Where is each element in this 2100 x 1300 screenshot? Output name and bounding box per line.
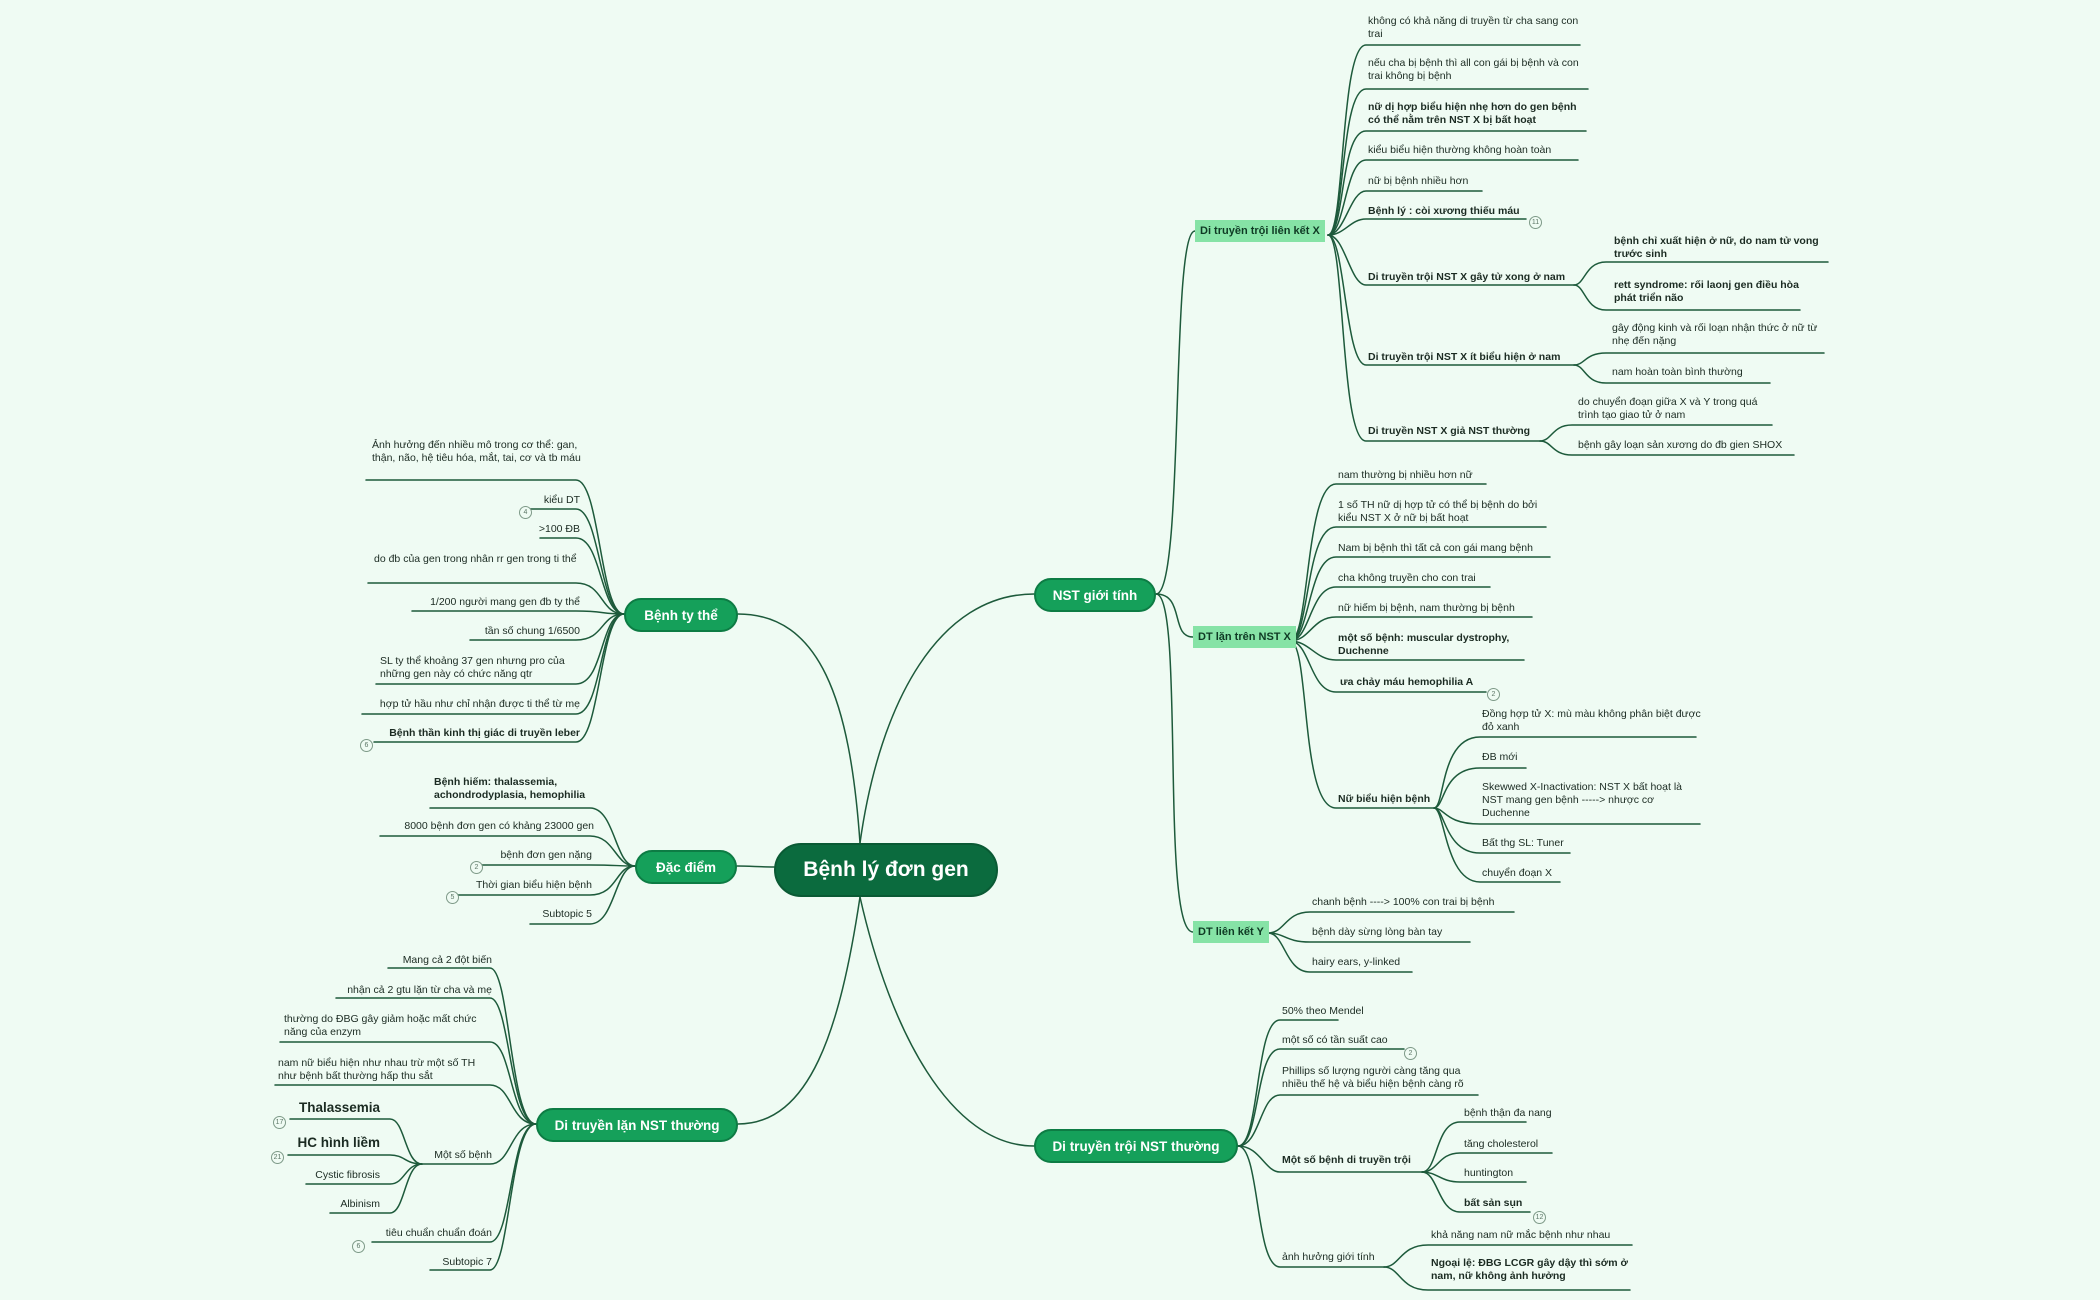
leaf-troi-x-it-bieu-hien[interactable]: Di truyền trội NST X ít biểu hiện ở nam	[1368, 351, 1561, 363]
subtopic-troi-lien-ket-x[interactable]: Di truyền trội liên kết X	[1195, 220, 1325, 242]
leaf-ty-the-9[interactable]: Bệnh thần kinh thị giác di truyền leber	[389, 727, 580, 739]
collapsed-count-badge[interactable]: 2	[1404, 1047, 1417, 1060]
leaf-lien-y-2[interactable]: bệnh dày sừng lòng bàn tay	[1312, 926, 1443, 938]
leaf-nu-bieu-hien-4[interactable]: Bất thg SL: Tuner	[1482, 837, 1564, 849]
leaf-troi-thuong-4[interactable]: Một số bệnh di truyền trội	[1282, 1154, 1411, 1166]
leaf-troi-thuong-2[interactable]: một số có tần suất cao	[1282, 1034, 1388, 1046]
collapsed-count-badge[interactable]: 12	[1533, 1211, 1546, 1224]
leaf-nu-bieu-hien-1[interactable]: Đồng hợp tử X: mù màu không phân biệt đư…	[1482, 708, 1701, 734]
leaf-lan-thuong-4[interactable]: nam nữ biểu hiện như nhau trừ một số TH …	[278, 1057, 476, 1083]
collapsed-count-badge[interactable]: 5	[446, 891, 459, 904]
leaf-ty-the-5[interactable]: 1/200 người mang gen đb ty thể	[430, 596, 580, 608]
leaf-dac-diem-5[interactable]: Subtopic 5	[542, 908, 592, 920]
leaf-ty-the-4[interactable]: do đb của gen trong nhân rr gen trong ti…	[374, 553, 577, 565]
collapsed-count-badge[interactable]: 6	[352, 1240, 365, 1253]
topic-lan-nst-thuong[interactable]: Di truyền lặn NST thường	[536, 1108, 738, 1142]
leaf-troi-x-gia-thuong[interactable]: Di truyền NST X giả NST thường	[1368, 425, 1531, 437]
leaf-troi-thuong-5[interactable]: ảnh hưởng giới tính	[1282, 1251, 1375, 1263]
leaf-gioi-tinh-1[interactable]: khả năng nam nữ mắc bệnh như nhau	[1431, 1229, 1611, 1241]
leaf-benh-troi-4[interactable]: bất sản sụn	[1464, 1197, 1523, 1209]
leaf-troi-x-1[interactable]: không có khả năng di truyền từ cha sang …	[1368, 15, 1579, 41]
leaf-dac-diem-1[interactable]: Bệnh hiếm: thalassemia, achondrodyplasia…	[434, 776, 586, 802]
leaf-lan-thuong-mot-so-benh[interactable]: Một số bệnh	[434, 1149, 492, 1161]
leaf-lan-thuong-6[interactable]: tiêu chuẩn chuẩn đoán	[385, 1227, 492, 1239]
leaf-nu-bieu-hien-3[interactable]: Skewwed X-Inactivation: NST X bất hoạt l…	[1482, 781, 1682, 820]
subtopic-lien-ket-y[interactable]: DT liên kết Y	[1193, 921, 1269, 943]
leaf-lien-y-1[interactable]: chanh bệnh ----> 100% con trai bị bệnh	[1312, 896, 1495, 908]
collapsed-count-badge[interactable]: 6	[360, 739, 373, 752]
leaf-gia-thuong-1[interactable]: do chuyển đoạn giữa X và Y trong quá trì…	[1578, 396, 1758, 422]
leaf-thalassemia[interactable]: Thalassemia	[298, 1100, 380, 1115]
leaf-nu-bieu-hien-5[interactable]: chuyển đoạn X	[1482, 867, 1553, 879]
leaf-lan-x-5[interactable]: nữ hiếm bị bệnh, nam thường bị bệnh	[1338, 602, 1515, 614]
leaf-tu-vong-2[interactable]: rett syndrome: rối laonj gen điều hòa ph…	[1614, 279, 1799, 305]
topic-dac-diem[interactable]: Đặc điểm	[635, 850, 737, 884]
collapsed-count-badge[interactable]: 21	[271, 1151, 284, 1164]
collapsed-count-badge[interactable]: 17	[273, 1116, 286, 1129]
leaf-troi-x-5[interactable]: nữ bị bệnh nhiều hơn	[1368, 175, 1469, 187]
leaf-it-bieu-hien-1[interactable]: gây động kinh và rối loạn nhận thức ở nữ…	[1612, 322, 1818, 348]
leaf-troi-x-2[interactable]: nếu cha bị bệnh thì all con gái bị bệnh …	[1368, 57, 1579, 83]
leaf-ty-the-6[interactable]: tần số chung 1/6500	[484, 625, 580, 637]
leaf-lien-y-3[interactable]: hairy ears, y-linked	[1312, 956, 1401, 968]
leaf-lan-x-1[interactable]: nam thường bị nhiều hơn nữ	[1338, 469, 1473, 481]
leaf-lan-x-6[interactable]: một số bệnh: muscular dystrophy, Duchenn…	[1338, 632, 1510, 658]
root-topic[interactable]: Bệnh lý đơn gen	[774, 843, 998, 897]
leaf-lan-thuong-1[interactable]: Mang cả 2 đột biến	[402, 954, 492, 966]
leaf-nu-bieu-hien[interactable]: Nữ biểu hiện bệnh	[1338, 793, 1431, 805]
leaf-gia-thuong-2[interactable]: bệnh gây loạn sản xương do đb gien SHOX	[1578, 439, 1783, 451]
leaf-lan-x-2[interactable]: 1 số TH nữ dị hợp tử có thể bị bệnh do b…	[1338, 499, 1538, 525]
leaf-hc-hinh-liem[interactable]: HC hình liềm	[297, 1135, 380, 1150]
leaf-benh-troi-3[interactable]: huntington	[1464, 1167, 1514, 1179]
leaf-lan-thuong-7[interactable]: Subtopic 7	[442, 1256, 492, 1268]
leaf-troi-x-3[interactable]: nữ dị hợp biểu hiện nhẹ hơn do gen bệnh …	[1368, 101, 1577, 127]
leaf-albinism[interactable]: Albinism	[340, 1198, 380, 1210]
collapsed-count-badge[interactable]: 2	[1487, 688, 1500, 701]
subtopic-lan-tren-x[interactable]: DT lặn trên NST X	[1193, 626, 1296, 648]
topic-troi-nst-thuong[interactable]: Di truyền trội NST thường	[1034, 1129, 1238, 1163]
leaf-benh-troi-1[interactable]: bệnh thận đa nang	[1464, 1107, 1552, 1119]
topic-nst-gioi-tinh[interactable]: NST giới tính	[1034, 578, 1156, 612]
leaf-troi-thuong-1[interactable]: 50% theo Mendel	[1282, 1005, 1364, 1017]
leaf-dac-diem-4[interactable]: Thời gian biểu hiện bệnh	[475, 879, 592, 891]
collapsed-count-badge[interactable]: 11	[1529, 216, 1542, 229]
leaf-ty-the-3[interactable]: >100 ĐB	[538, 523, 580, 535]
leaf-lan-x-7[interactable]: ưa chảy máu hemophilia A	[1340, 676, 1474, 688]
leaf-troi-x-4[interactable]: kiểu biểu hiện thường không hoàn toàn	[1368, 144, 1552, 156]
leaf-dac-diem-2[interactable]: 8000 bệnh đơn gen có khảng 23000 gen	[404, 820, 594, 832]
topic-benh-ty-the[interactable]: Bệnh ty thể	[624, 598, 738, 632]
collapsed-count-badge[interactable]: 4	[519, 506, 532, 519]
leaf-cystic-fibrosis[interactable]: Cystic fibrosis	[315, 1169, 380, 1181]
leaf-benh-troi-2[interactable]: tăng cholesterol	[1464, 1138, 1539, 1150]
leaf-lan-thuong-2[interactable]: nhận cả 2 gtu lặn từ cha và mẹ	[347, 984, 492, 996]
collapsed-count-badge[interactable]: 2	[470, 861, 483, 874]
leaf-gioi-tinh-2[interactable]: Ngoại lệ: ĐBG LCGR gây dậy thì sớm ở nam…	[1431, 1257, 1628, 1283]
leaf-lan-x-3[interactable]: Nam bị bệnh thì tất cả con gái mang bệnh	[1338, 542, 1533, 554]
leaf-lan-x-4[interactable]: cha không truyền cho con trai	[1338, 572, 1476, 584]
leaf-ty-the-1[interactable]: Ảnh hưởng đến nhiều mô trong cơ thể: gan…	[372, 439, 581, 465]
leaf-troi-x-6[interactable]: Bệnh lý : còi xương thiếu máu	[1368, 205, 1520, 217]
leaf-troi-thuong-3[interactable]: Phillips số lượng người càng tăng qua nh…	[1282, 1065, 1464, 1091]
leaf-nu-bieu-hien-2[interactable]: ĐB mới	[1482, 751, 1518, 763]
leaf-troi-x-tu-vong[interactable]: Di truyền trội NST X gây tử xong ở nam	[1368, 271, 1566, 283]
leaf-ty-the-2[interactable]: kiểu DT	[543, 494, 580, 506]
leaf-tu-vong-1[interactable]: bệnh chỉ xuất hiện ở nữ, do nam tử vong …	[1614, 235, 1819, 261]
leaf-ty-the-7[interactable]: SL ty thể khoảng 37 gen nhưng pro của nh…	[380, 655, 565, 681]
leaf-dac-diem-3[interactable]: bệnh đơn gen nặng	[500, 849, 592, 861]
leaf-lan-thuong-3[interactable]: thường do ĐBG gây giảm hoặc mất chức năn…	[284, 1013, 477, 1039]
leaf-ty-the-8[interactable]: hợp tử hầu như chỉ nhận được ti thể từ m…	[379, 698, 580, 710]
leaf-it-bieu-hien-2[interactable]: nam hoàn toàn bình thường	[1612, 366, 1743, 378]
